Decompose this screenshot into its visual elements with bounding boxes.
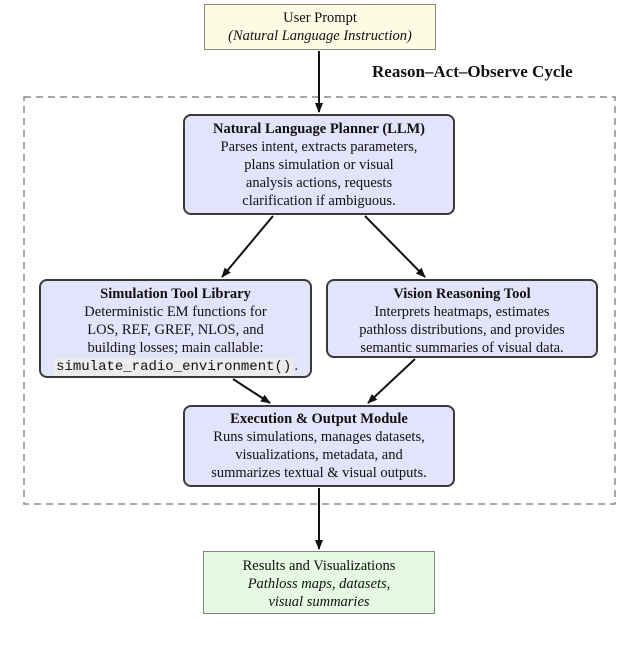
simulation-library-line: LOS, REF, GREF, NLOS, and [87, 322, 264, 338]
user-prompt-subtitle: (Natural Language Instruction) [228, 28, 412, 44]
planner-title: Natural Language Planner (LLM) [213, 121, 425, 137]
execution-module-title: Execution & Output Module [230, 411, 408, 427]
results-title: Results and Visualizations [242, 558, 396, 574]
results-box: Results and Visualizations Pathloss maps… [203, 551, 435, 614]
code-suffix: . [294, 358, 298, 374]
cycle-boundary [23, 96, 616, 505]
arrow-planner-to-sim [221, 215, 274, 278]
planner-line: plans simulation or visual [244, 157, 394, 173]
planner-line: Parses intent, extracts parameters, [220, 139, 418, 155]
execution-module-line: Runs simulations, manages datasets, [213, 429, 425, 445]
results-line: visual summaries [268, 594, 370, 610]
vision-tool-line: pathloss distributions, and provides [359, 322, 565, 338]
arrow-sim-to-exec [232, 378, 271, 404]
execution-module-line: visualizations, metadata, and [235, 447, 403, 463]
simulation-library-box: Simulation Tool Library Deterministic EM… [39, 279, 312, 378]
results-line: Pathloss maps, datasets, [247, 576, 391, 592]
vision-tool-line: Interprets heatmaps, estimates [374, 304, 550, 320]
user-prompt-box: User Prompt (Natural Language Instructio… [204, 4, 436, 50]
execution-module-box: Execution & Output Module Runs simulatio… [183, 405, 455, 487]
vision-tool-title: Vision Reasoning Tool [393, 286, 531, 302]
planner-line: analysis actions, requests [245, 175, 393, 191]
execution-module-line: summarizes textual & visual outputs. [211, 465, 427, 481]
vision-tool-line: semantic summaries of visual data. [360, 340, 564, 356]
planner-box: Natural Language Planner (LLM) Parses in… [183, 114, 455, 215]
arrow-planner-to-vision [364, 215, 426, 278]
simulation-library-code-line: simulate_radio_environment(). [41, 357, 310, 376]
simulation-library-line: Deterministic EM functions for [84, 304, 267, 320]
cycle-title: Reason–Act–Observe Cycle [372, 62, 573, 81]
user-prompt-title: User Prompt [283, 10, 357, 26]
vision-tool-box: Vision Reasoning Tool Interprets heatmap… [326, 279, 598, 358]
simulation-library-line: building losses; main callable: [87, 340, 264, 356]
arrow-vision-to-exec [367, 358, 416, 404]
planner-line: clarification if ambiguous. [242, 193, 396, 209]
simulation-library-title: Simulation Tool Library [100, 286, 251, 302]
simulation-function-code: simulate_radio_environment() [53, 358, 295, 376]
